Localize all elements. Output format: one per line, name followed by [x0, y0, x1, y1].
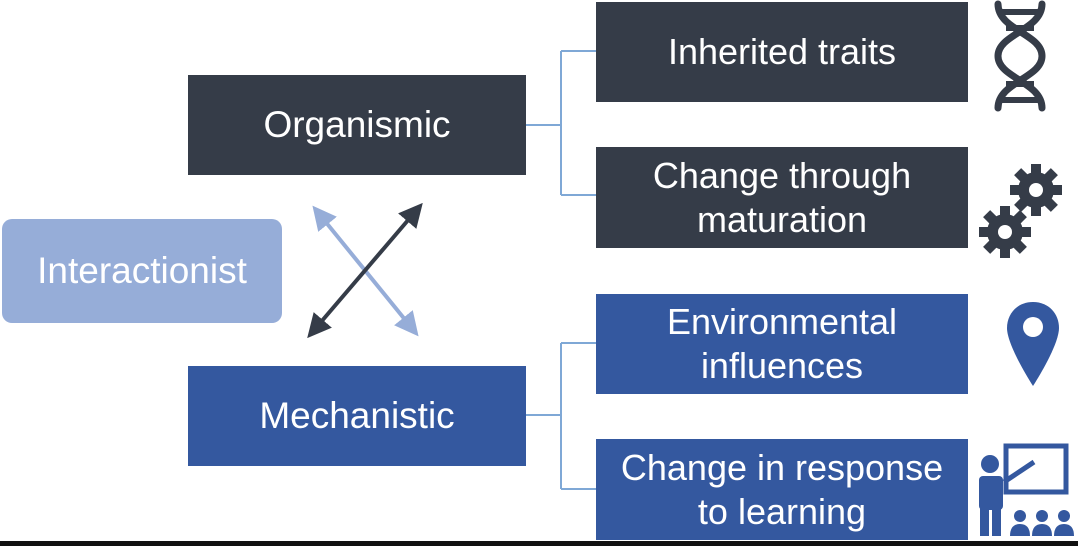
- dna-icon: [994, 0, 1046, 112]
- learning-label: Change in response to learning: [620, 446, 944, 532]
- environmental-influences-label: Environmental influences: [666, 301, 898, 386]
- environmental-influences-box: Environmental influences: [596, 294, 968, 394]
- interactionist-box: Interactionist: [2, 219, 282, 323]
- teacher-classroom-icon: [979, 443, 1074, 536]
- organismic-connector: [526, 50, 596, 196]
- inherited-traits-box: Inherited traits: [596, 2, 968, 102]
- dark-double-arrow: [307, 202, 423, 339]
- mechanistic-box: Mechanistic: [188, 366, 526, 466]
- interactionist-label: Interactionist: [37, 250, 247, 291]
- maturation-label: Change through maturation: [652, 154, 912, 240]
- mechanistic-label: Mechanistic: [259, 395, 455, 436]
- bottom-border: [0, 541, 1078, 546]
- gears-icon: [979, 164, 1062, 258]
- mechanistic-connector: [526, 342, 596, 490]
- location-pin-icon: [1007, 302, 1059, 386]
- learning-box: Change in response to learning: [596, 439, 968, 540]
- maturation-box: Change through maturation: [596, 147, 968, 248]
- organismic-box: Organismic: [188, 75, 526, 175]
- organismic-label: Organismic: [263, 104, 451, 145]
- inherited-traits-label: Inherited traits: [667, 31, 897, 72]
